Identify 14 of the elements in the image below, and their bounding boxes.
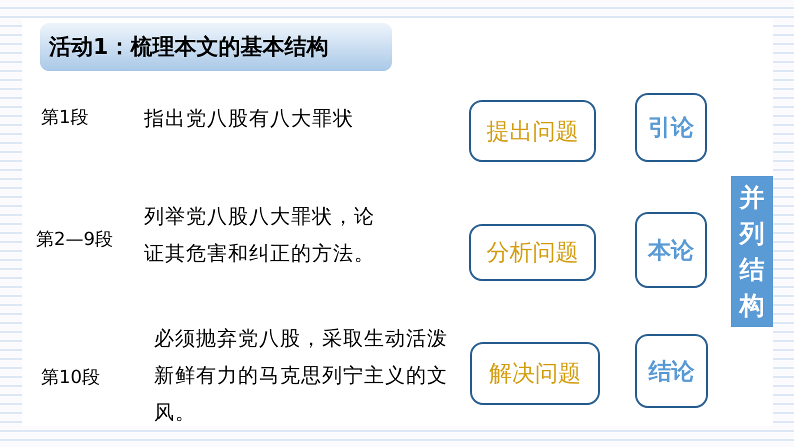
summary-text: 必须抛弃党八股，采取生动活泼新鲜有力的马克思列宁主义的文风。 bbox=[154, 325, 449, 426]
task-box: 解决问题 bbox=[470, 342, 600, 405]
summary-text: 列举党八股八大罪状，论证其危害和纠正的方法。 bbox=[144, 203, 376, 267]
paragraph-label: 第2—9段 bbox=[36, 228, 113, 252]
summary-text: 指出党八股有八大罪状 bbox=[144, 106, 354, 130]
task-box: 分析问题 bbox=[469, 224, 596, 281]
section-box: 引论 bbox=[635, 93, 707, 162]
section-box: 结论 bbox=[635, 334, 708, 408]
paragraph-label: 第1段 bbox=[41, 106, 88, 130]
vertical-banner: 并列结构 bbox=[731, 176, 773, 327]
task-box: 提出问题 bbox=[469, 100, 596, 162]
paragraph-label: 第10段 bbox=[41, 366, 100, 390]
title-banner: 活动1：梳理本文的基本结构 bbox=[40, 23, 392, 71]
section-box: 本论 bbox=[635, 212, 707, 288]
